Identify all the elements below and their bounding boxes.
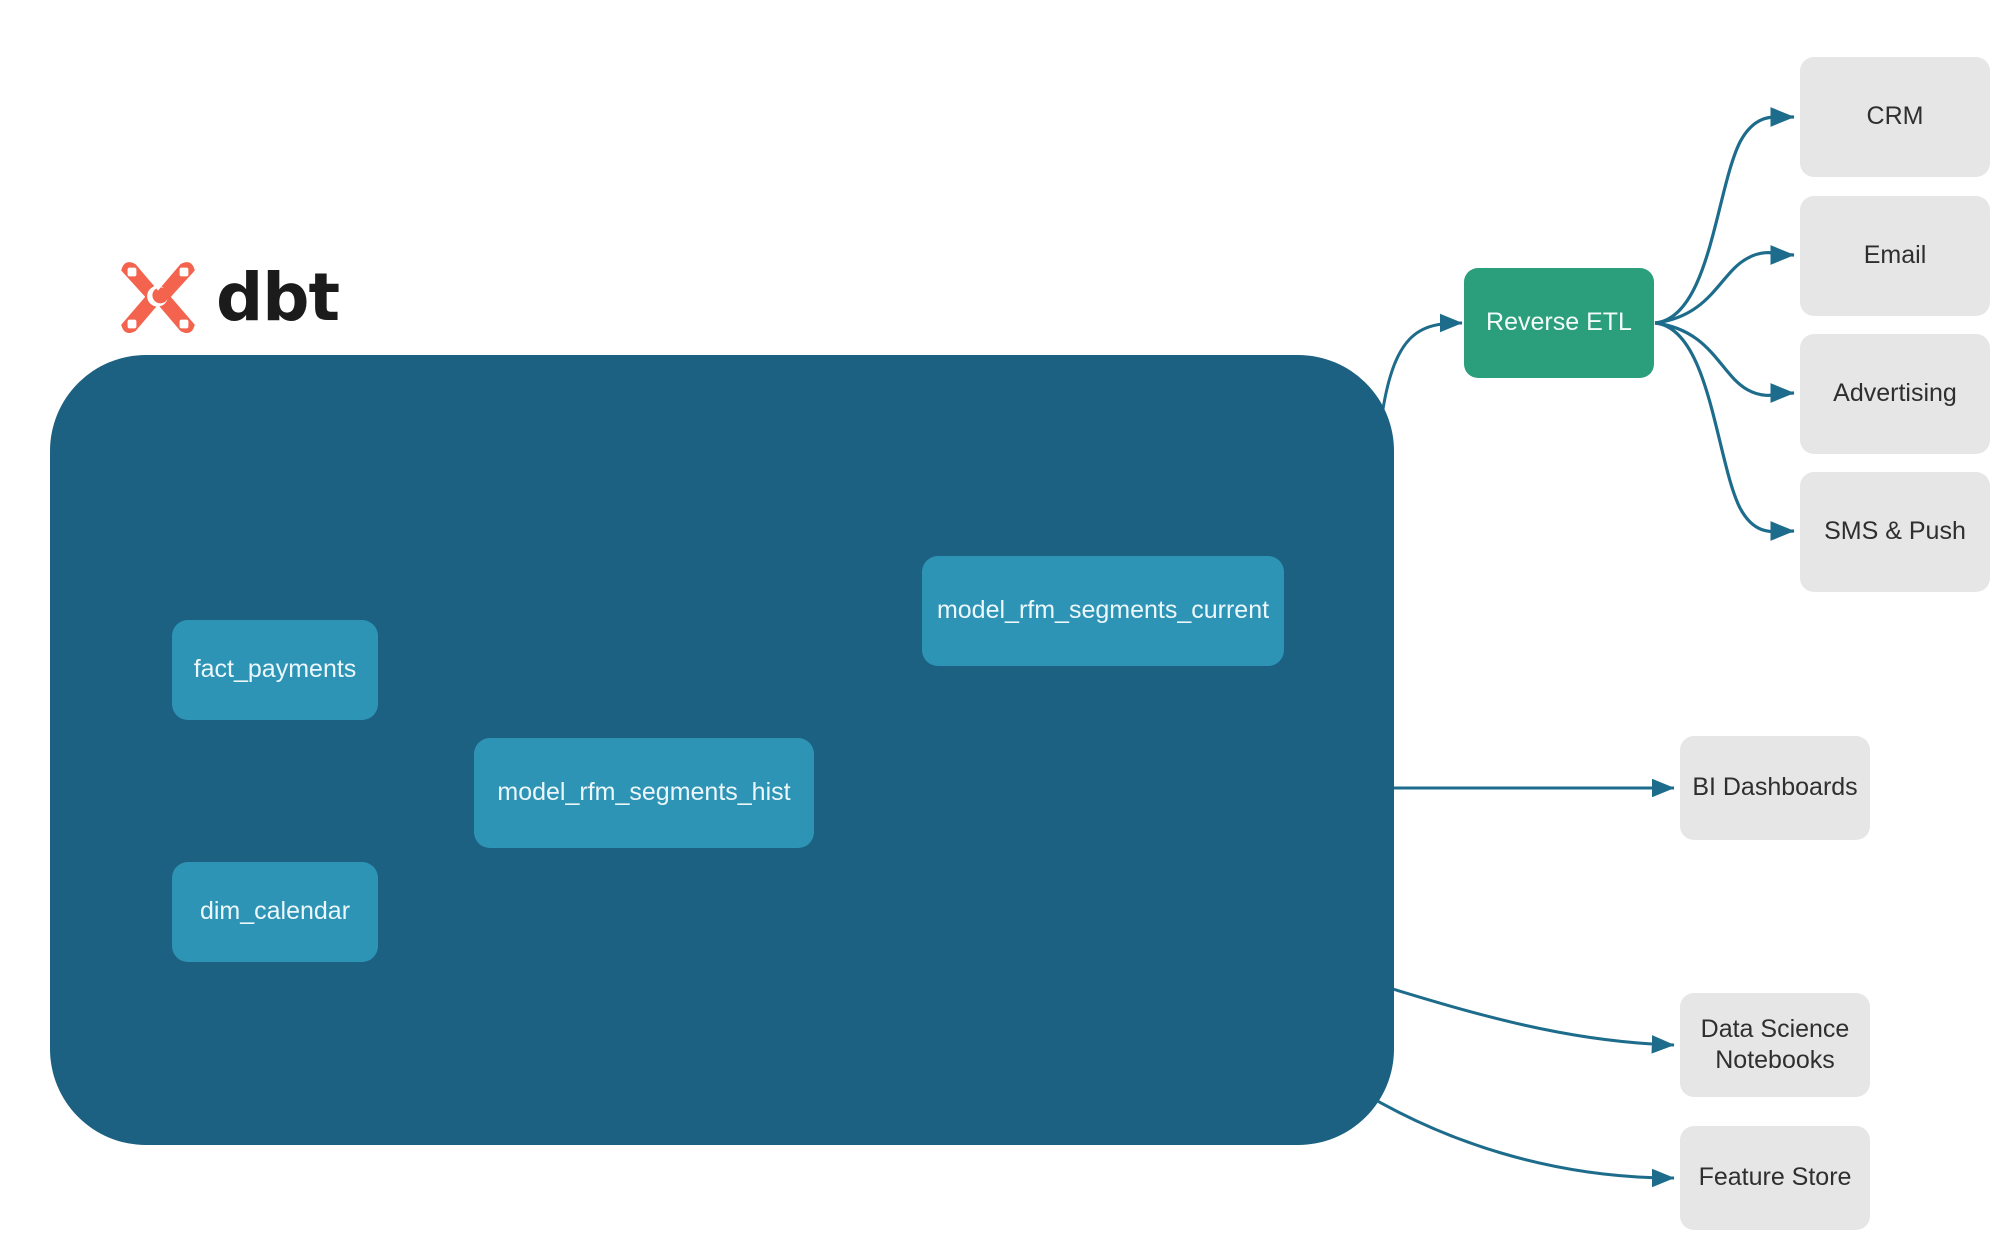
edge-reverse-etl-to-crm	[1654, 107, 1795, 325]
node-label: BI Dashboards	[1692, 773, 1858, 802]
node-advertising[interactable]: Advertising	[1800, 334, 1990, 454]
node-label: dim_calendar	[199, 897, 351, 926]
node-label: SMS & Push	[1824, 517, 1966, 546]
node-sms-push[interactable]: SMS & Push	[1800, 472, 1990, 592]
node-label: Email	[1863, 241, 1927, 270]
node-label: model_rfm_segments_hist	[497, 778, 791, 807]
node-model-rfm-segments-hist[interactable]: model_rfm_segments_hist	[474, 738, 814, 848]
dbt-logo: dbt	[118, 258, 340, 338]
node-dim-calendar[interactable]: dim_calendar	[172, 862, 378, 962]
node-model-rfm-segments-current[interactable]: model_rfm_segments_current	[922, 556, 1284, 666]
node-fact-payments[interactable]: fact_payments	[172, 620, 378, 720]
node-reverse-etl[interactable]: Reverse ETL	[1464, 268, 1654, 378]
node-crm[interactable]: CRM	[1800, 57, 1990, 177]
node-label-line-1: Data Science	[1700, 1014, 1850, 1043]
dbt-x-logo-icon	[121, 262, 195, 334]
node-data-science-notebooks[interactable]: Data Science Notebooks	[1680, 993, 1870, 1097]
node-label: model_rfm_segments_current	[936, 596, 1270, 625]
node-bi-dashboards[interactable]: BI Dashboards	[1680, 736, 1870, 840]
node-label: Advertising	[1833, 379, 1957, 408]
node-label: Feature Store	[1698, 1163, 1852, 1192]
node-label: Reverse ETL	[1486, 308, 1632, 337]
edge-reverse-etl-to-email	[1654, 245, 1795, 325]
node-email[interactable]: Email	[1800, 196, 1990, 316]
edge-reverse-etl-to-sms-push	[1654, 321, 1795, 541]
node-label-line-2: Notebooks	[1715, 1046, 1835, 1074]
node-label: fact_payments	[193, 655, 357, 684]
edge-hist-to-data-science-notebooks	[1369, 980, 1675, 1054]
node-feature-store[interactable]: Feature Store	[1680, 1126, 1870, 1230]
dbt-wordmark: dbt	[216, 259, 340, 336]
node-label: CRM	[1866, 102, 1924, 131]
edge-reverse-etl-to-advertising	[1654, 321, 1795, 403]
